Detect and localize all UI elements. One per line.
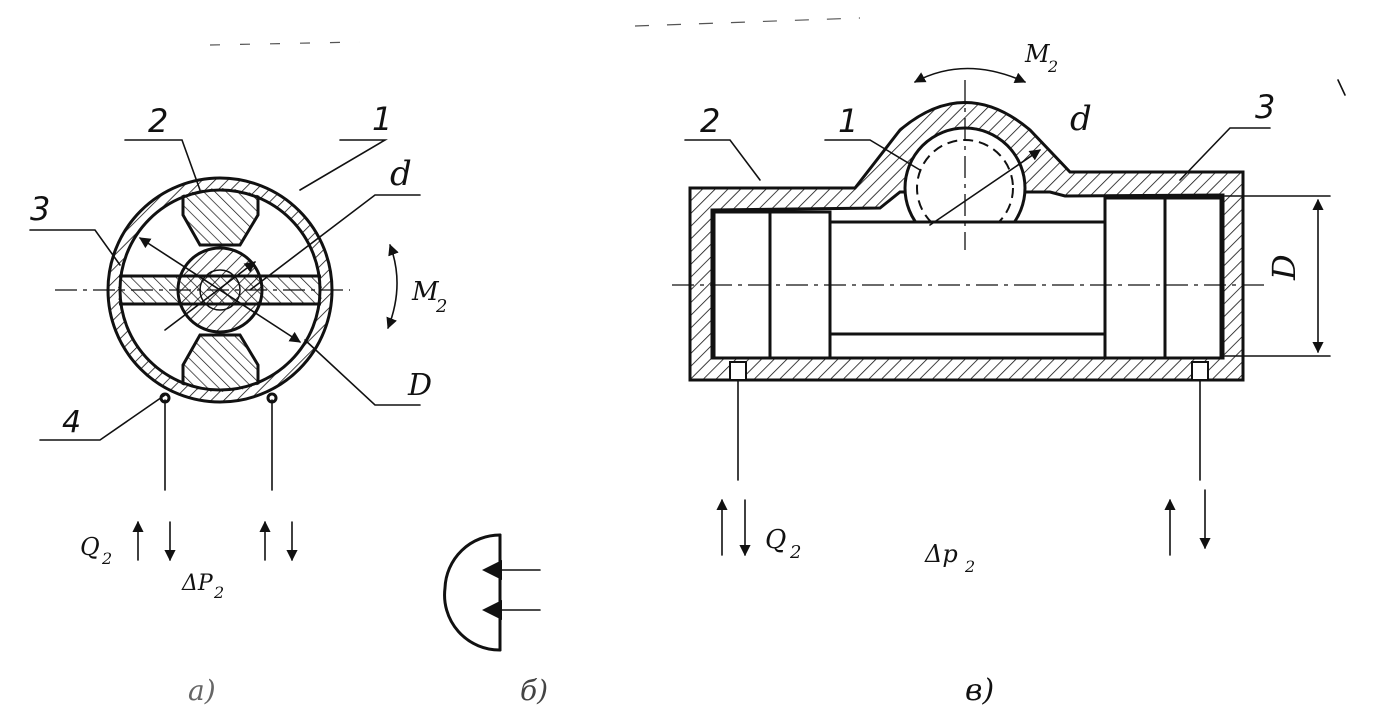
flow-label: Q: [80, 533, 100, 561]
moment-arc-c: [914, 67, 1027, 83]
label-2: 2: [148, 102, 168, 140]
rack-body: [828, 220, 1107, 336]
leader-1: [299, 139, 388, 191]
leader-D: [304, 339, 421, 406]
label-D: D: [407, 368, 432, 403]
moment-label: M: [411, 277, 440, 307]
label-c-d: d: [1070, 99, 1092, 139]
dimension-d-arrow: [164, 261, 256, 331]
half-disk-outline: [443, 533, 502, 652]
right-piston-end: [1163, 196, 1223, 360]
scan-mark-top: [634, 17, 861, 27]
pressure-label: ΔP: [181, 571, 214, 596]
leader-2: [124, 139, 201, 191]
flow-c-subscript: 2: [789, 542, 801, 563]
leader-d: [249, 194, 421, 291]
caption-a: а): [188, 674, 216, 707]
dim-d-arrow: [929, 149, 1041, 226]
label-4: 4: [62, 405, 81, 440]
label-c-2: 2: [700, 102, 720, 140]
scan-mark-tick: [1337, 79, 1346, 96]
port-right: [266, 392, 278, 404]
port-c-right: [1191, 361, 1209, 381]
label-c-1: 1: [838, 102, 858, 140]
caption-b: б): [520, 674, 548, 707]
figure-c: 2 1 d 3 D M 2 Q 2 Δp 2 в): [672, 40, 1331, 708]
port-triangle-lower: [482, 600, 502, 620]
label-d: d: [390, 154, 412, 194]
label-3: 3: [30, 190, 50, 228]
dimension-D-arrow: [139, 237, 301, 343]
figure-a: 2 1 3 d D 4 M 2 Q 2 ΔP 2 а): [29, 100, 447, 707]
figure-b: б): [443, 533, 548, 707]
leader-c-3: [1179, 127, 1271, 181]
leader-c-1: [824, 139, 921, 171]
leader-4: [39, 394, 166, 441]
flow-subscript: 2: [101, 549, 112, 568]
port-triangle-upper: [482, 560, 502, 580]
moment-c-label: M: [1024, 40, 1051, 68]
flow-c-label: Q: [765, 525, 786, 555]
port-left: [159, 392, 171, 404]
label-c-3: 3: [1255, 88, 1275, 126]
leader-3: [29, 229, 121, 266]
leader-c-2: [684, 139, 761, 181]
label-1: 1: [372, 100, 392, 138]
label-c-D: D: [1265, 254, 1303, 281]
caption-c: в): [965, 673, 994, 708]
moment-arc: [386, 243, 399, 330]
moment-c-subscript: 2: [1047, 57, 1058, 76]
pressure-subscript: 2: [213, 583, 224, 602]
port-c-left: [729, 361, 747, 381]
scan-mark-left: [209, 41, 361, 46]
right-piston: [1103, 196, 1167, 360]
pressure-c-label: Δp: [924, 540, 958, 568]
pressure-c-subscript: 2: [964, 557, 975, 576]
moment-subscript: 2: [435, 296, 447, 317]
